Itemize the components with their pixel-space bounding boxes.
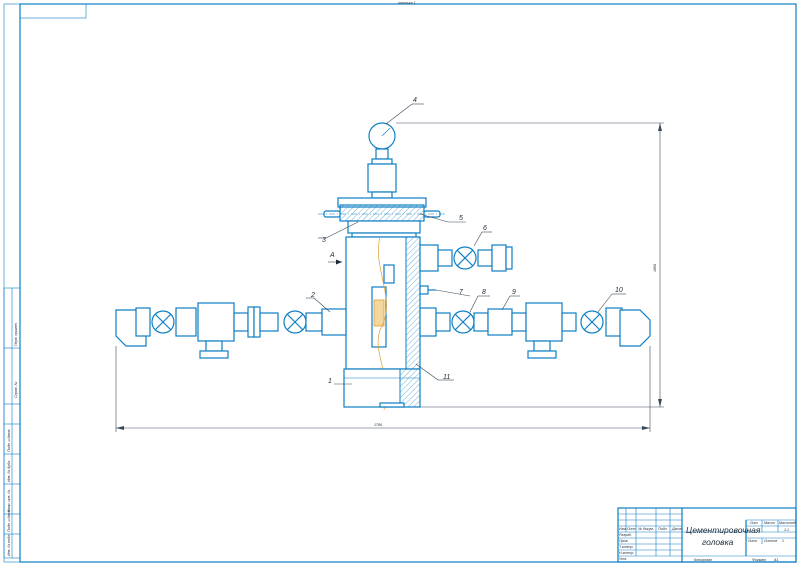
- cementing-head-assembly: А: [115, 97, 664, 432]
- drawing-title-2: головка: [702, 537, 734, 547]
- body-housing: [345, 236, 421, 411]
- col-izm: Изм.: [619, 527, 627, 531]
- col-list: Лист: [626, 527, 636, 531]
- scale-label: Масштаб: [779, 521, 797, 525]
- callout-1: 1: [328, 378, 332, 385]
- format-label: Формат: [752, 558, 766, 562]
- side-label-5: Взам. инв. №: [7, 490, 11, 512]
- format-value: А1: [773, 558, 778, 562]
- side-label-4: Инв. № дубл.: [7, 460, 11, 482]
- side-label-6: Подп. и дата: [7, 510, 11, 533]
- col-doc: № докум.: [638, 527, 654, 531]
- right-upper-line: [419, 244, 513, 272]
- dim-height: 1860: [653, 264, 657, 272]
- side-label-7: Инв. № подл.: [7, 534, 11, 556]
- side-block: Перв. примен. Справ. № Подп. и дата Инв.…: [3, 287, 21, 559]
- callout-9: 9: [512, 289, 516, 296]
- sheet-label: Лист: [747, 539, 757, 543]
- callout-2: 2: [310, 292, 315, 299]
- row-prov: Пров.: [619, 539, 628, 543]
- left-manifold: [115, 302, 347, 359]
- callout-4: 4: [413, 97, 417, 104]
- mass-label: Масса: [764, 521, 775, 525]
- row-tkontr: Т.контр.: [619, 545, 634, 549]
- corner-stamp-box: [19, 3, 87, 19]
- callout-11: 11: [443, 374, 450, 381]
- drawing-title-1: Цементировочная: [686, 525, 761, 535]
- scale-value: 1:1: [784, 528, 789, 532]
- row-nkontr: Н.контр.: [619, 551, 634, 555]
- dimensions: 1786 1860: [115, 122, 664, 432]
- callout-10: 10: [615, 287, 623, 294]
- top-stamp: шпилька 1: [398, 1, 416, 5]
- view-arrow-a: А: [328, 252, 342, 265]
- row-razrab: Разраб.: [619, 533, 632, 537]
- callout-7: 7: [459, 289, 464, 296]
- col-data: Дата: [671, 527, 681, 531]
- title-block: Изм. Лист № докум. Подп. Дата Разраб. Пр…: [617, 507, 797, 563]
- sheets-label: Листов: [763, 539, 777, 543]
- callout-6: 6: [483, 225, 487, 232]
- right-manifold: [419, 302, 651, 359]
- bottom-sub: [343, 368, 421, 408]
- lit-label: Лит.: [749, 521, 758, 525]
- copied-label: Копировал: [694, 558, 712, 562]
- col-podp: Подп.: [658, 527, 668, 531]
- callouts: 4 5 3 6 7 8 9 10 2 1: [306, 97, 626, 385]
- dim-width: 1786: [374, 423, 382, 427]
- sheets-value: 1: [782, 539, 784, 543]
- row-utv: Утв.: [619, 557, 627, 561]
- side-label-2: Справ. №: [14, 382, 18, 398]
- side-label-1: Перв. примен.: [14, 322, 18, 346]
- side-port: [419, 285, 436, 295]
- callout-3: 3: [322, 237, 326, 244]
- top-cover-flange: [318, 197, 446, 238]
- side-label-3: Подп. и дата: [7, 430, 11, 453]
- pressure-gauge: [367, 122, 397, 199]
- callout-5: 5: [459, 215, 463, 222]
- callout-8: 8: [482, 289, 486, 296]
- view-label: А: [329, 252, 335, 259]
- sheet-frame: шпилька 1: [3, 1, 797, 563]
